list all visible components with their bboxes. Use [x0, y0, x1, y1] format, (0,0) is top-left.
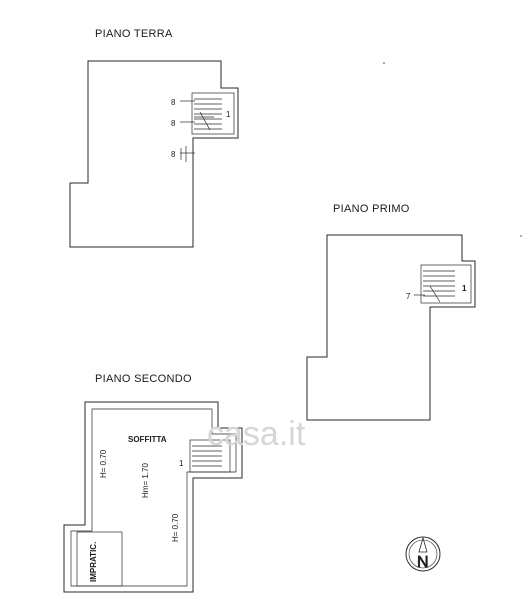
- piano-primo-outline: [306, 234, 476, 421]
- watermark: casa.it: [207, 415, 306, 453]
- impratic-label: IMPRATIC.: [89, 542, 98, 582]
- north-label: N: [417, 554, 429, 571]
- soffitta-label: SOFFITTA: [128, 435, 167, 444]
- piano-secondo-plan: PIANO SECONDO IMPRATIC. 1 SOFFITTA H= 0.…: [63, 373, 243, 593]
- piano-secondo-stair-number: 1: [179, 459, 184, 468]
- impratic-room: [76, 531, 123, 587]
- piano-primo-title: PIANO PRIMO: [333, 203, 410, 215]
- piano-primo-mark: 7: [406, 292, 411, 301]
- height-right-label: H= 0.70: [171, 513, 180, 542]
- piano-primo-stair-number: 1: [462, 284, 467, 293]
- piano-secondo-stair: [189, 439, 231, 473]
- north-compass-icon: N: [405, 536, 441, 572]
- piano-secondo-outer-wall: [63, 401, 243, 593]
- piano-terra-outline: [69, 60, 239, 248]
- piano-terra-stair-number: 1: [226, 110, 231, 119]
- piano-secondo-inner-wall: [70, 408, 237, 587]
- piano-terra-mark-1: 8: [171, 98, 176, 107]
- piano-terra-plan: PIANO TERRA 1 8 8 8: [69, 28, 239, 248]
- piano-primo-stair: [420, 264, 472, 304]
- piano-terra-mark-2: 8: [171, 119, 176, 128]
- piano-secondo-title: PIANO SECONDO: [95, 373, 192, 385]
- piano-terra-stair: [191, 92, 235, 135]
- piano-terra-title: PIANO TERRA: [95, 28, 173, 40]
- piano-primo-plan: PIANO PRIMO 1 7: [306, 203, 476, 421]
- piano-terra-mark-3: 8: [171, 150, 176, 159]
- height-left-label: H= 0.70: [99, 449, 108, 478]
- height-mid-label: Hm= 1.70: [141, 463, 150, 498]
